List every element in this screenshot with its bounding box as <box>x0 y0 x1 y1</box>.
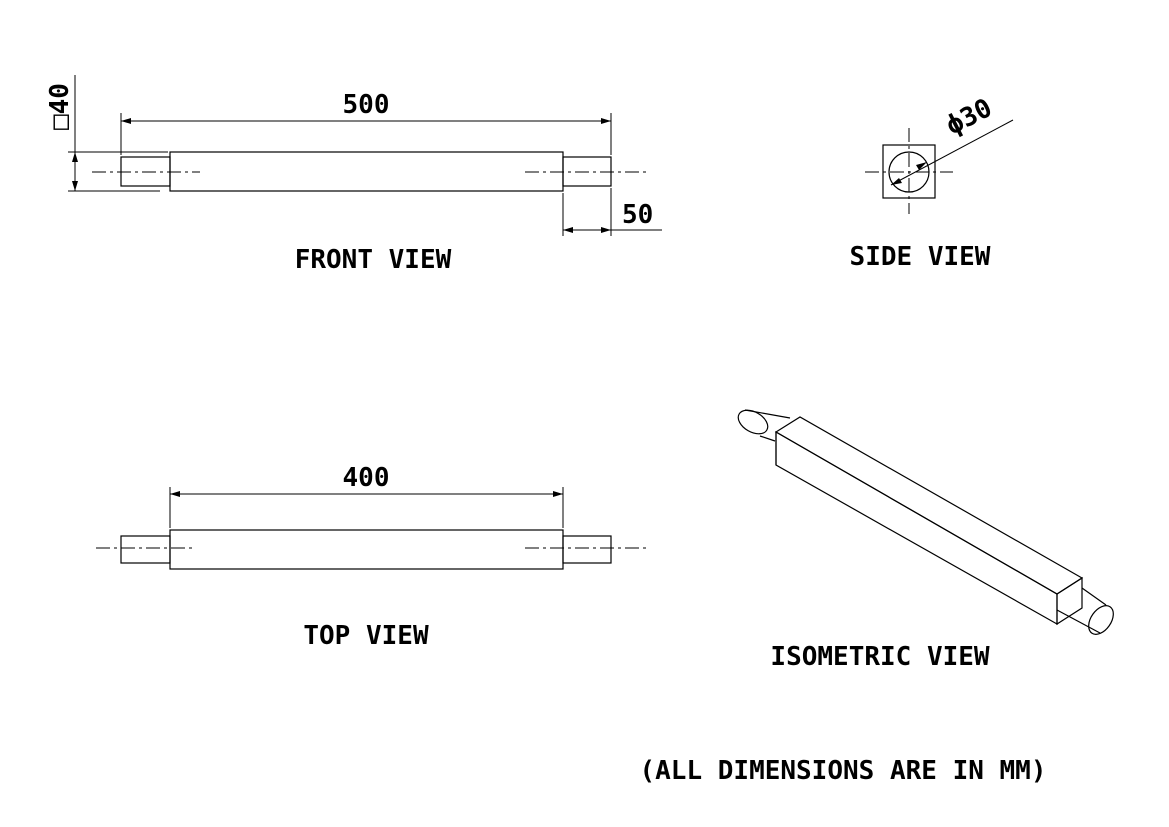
front-view: 500 50 □40 FRONT VIEW <box>45 75 662 275</box>
dim-500-arrow-left <box>121 118 131 124</box>
dim-40-arrow-top <box>72 152 78 162</box>
iso-right-shaft <box>1056 587 1114 635</box>
dim-400-text: 400 <box>343 463 390 493</box>
isometric-view: ISOMETRIC VIEW <box>737 409 1114 672</box>
top-body <box>169 529 564 570</box>
dim-400-arrow-right <box>553 491 563 497</box>
dim-dia-leader <box>890 119 1014 186</box>
dim-dia-text: ϕ30 <box>942 93 997 141</box>
front-view-label: FRONT VIEW <box>295 245 452 275</box>
iso-body <box>774 416 1084 626</box>
dim-40-arrow-bottom <box>72 181 78 191</box>
top-left-shaft <box>120 535 171 564</box>
top-view-label: TOP VIEW <box>303 621 429 651</box>
side-view: ϕ30 SIDE VIEW <box>850 93 1014 272</box>
dim-50-arrow-left <box>563 227 573 233</box>
dim-50-arrow-right <box>601 227 611 233</box>
units-note: (ALL DIMENSIONS ARE IN MM) <box>640 756 1047 786</box>
side-view-label: SIDE VIEW <box>850 242 991 272</box>
front-body <box>169 151 564 192</box>
dim-dia-arrow-a <box>891 178 902 185</box>
top-view: 400 TOP VIEW <box>96 463 650 651</box>
dim-500-arrow-right <box>601 118 611 124</box>
top-right-shaft <box>562 535 612 564</box>
iso-left-shaft <box>737 409 791 442</box>
dim-50-text: 50 <box>622 200 653 230</box>
dim-40-text: □40 <box>45 83 75 130</box>
dim-500-text: 500 <box>343 90 390 120</box>
isometric-view-label: ISOMETRIC VIEW <box>770 642 989 672</box>
dim-dia-arrow-b <box>916 162 927 170</box>
dim-400-arrow-left <box>170 491 180 497</box>
